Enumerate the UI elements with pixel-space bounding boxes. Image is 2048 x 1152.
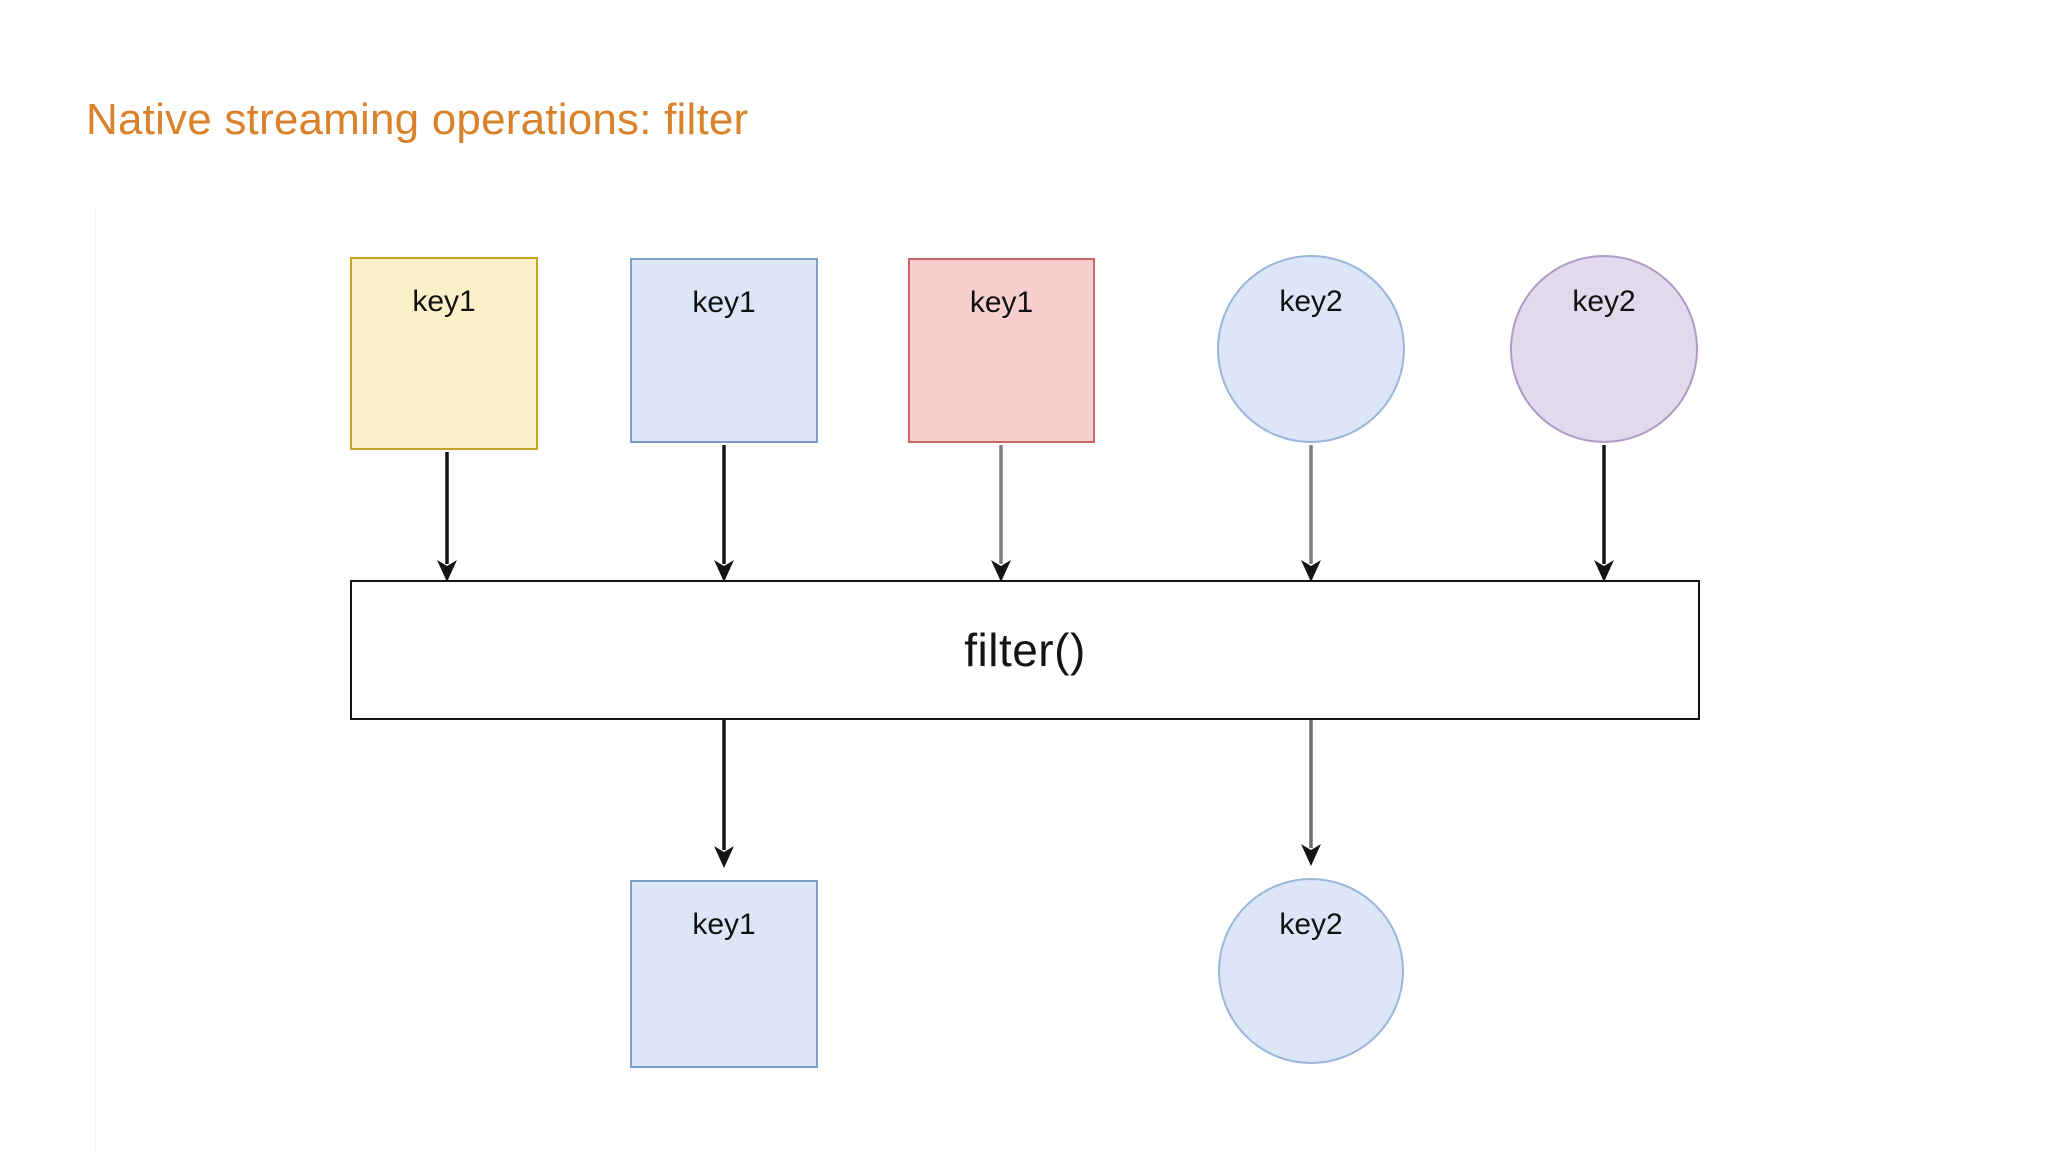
node-label: key1	[412, 285, 476, 318]
input-arrow-3	[1297, 445, 1325, 582]
diagram-content-frame	[95, 205, 1995, 1152]
filter-operator-box: filter()	[350, 580, 1700, 720]
node-label: key1	[692, 286, 756, 319]
node-label: key2	[1572, 285, 1636, 318]
input-node-key1-1: key1	[630, 258, 818, 443]
node-label: key2	[1279, 285, 1343, 318]
output-arrow-1	[1297, 720, 1325, 866]
node-label: key2	[1279, 908, 1343, 941]
output-node-key2-1: key2	[1218, 878, 1404, 1064]
input-node-key1-2: key1	[908, 258, 1095, 443]
output-arrow-0	[710, 720, 738, 868]
output-node-key1-0: key1	[630, 880, 818, 1068]
input-arrow-1	[710, 445, 738, 582]
node-label: key1	[692, 908, 756, 941]
filter-operator-label: filter()	[964, 624, 1086, 676]
input-arrow-0	[433, 452, 461, 582]
node-label: key1	[969, 286, 1034, 319]
input-node-key1-0: key1	[350, 257, 538, 450]
page-title: Native streaming operations: filter	[86, 95, 749, 144]
input-arrow-4	[1590, 445, 1618, 582]
input-node-key2-4: key2	[1510, 255, 1698, 443]
input-node-key2-3: key2	[1217, 255, 1405, 443]
input-arrow-2	[987, 445, 1015, 582]
